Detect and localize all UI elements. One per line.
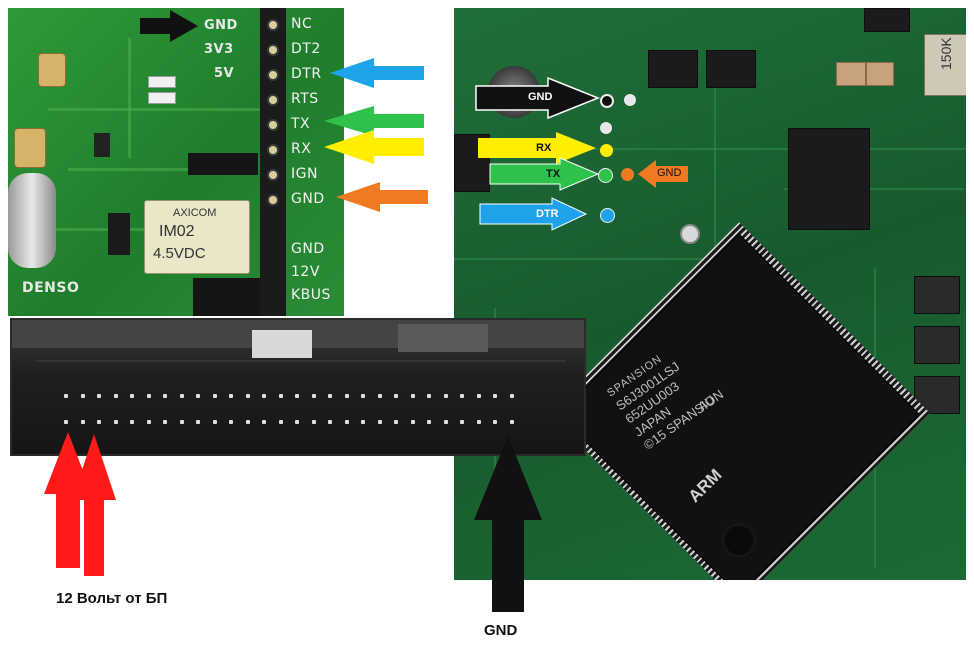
pin-header bbox=[193, 278, 263, 316]
arrow-black-gnd-left bbox=[140, 10, 198, 42]
capacitor bbox=[14, 128, 46, 168]
pin-label-dt2: DT2 bbox=[291, 41, 321, 57]
qfp-chip-small bbox=[788, 128, 870, 230]
pin-label-left-gnd: GND bbox=[204, 18, 238, 33]
arrow-yellow-rx-pcb bbox=[478, 132, 596, 164]
ceramic-capacitor bbox=[836, 62, 866, 86]
pin-label-rx: RX bbox=[291, 141, 312, 157]
pin-label-dtr: DTR bbox=[291, 66, 322, 82]
pin-label-ign: IGN bbox=[291, 166, 318, 182]
pin-label-rts: RTS bbox=[291, 91, 319, 107]
soic-chip bbox=[706, 50, 756, 88]
gnd-right-test-pad bbox=[621, 168, 634, 181]
dtr-test-pad bbox=[600, 208, 615, 223]
pad-label-rx: RX bbox=[536, 142, 552, 154]
arrow-yellow-rx-left bbox=[324, 130, 424, 164]
connector-photo bbox=[10, 318, 586, 456]
arrow-black-gnd-pcb bbox=[475, 76, 601, 120]
via-hole bbox=[680, 224, 700, 244]
arrow-blue-dtr-pcb bbox=[479, 197, 588, 231]
pad-label-dtr: DTR bbox=[536, 208, 559, 220]
smd-component bbox=[108, 213, 130, 255]
rx-test-pad bbox=[600, 144, 613, 157]
pin-label-12v: 12V bbox=[291, 264, 320, 280]
pin-hole bbox=[269, 196, 277, 204]
board-brand: DENSO bbox=[22, 280, 80, 296]
pin-hole bbox=[269, 171, 277, 179]
pad-label-tx: TX bbox=[546, 168, 561, 180]
resistor-array bbox=[914, 276, 960, 314]
pin-label-gnd-2: GND bbox=[291, 241, 325, 257]
resistor-block: 150K bbox=[924, 34, 966, 96]
arrow-red-12v-1 bbox=[44, 432, 92, 568]
test-pad bbox=[624, 94, 636, 106]
pin-label-left-3v3: 3V3 bbox=[204, 42, 234, 57]
relay: AXICOM IM02 4.5VDC bbox=[144, 200, 250, 274]
pin-hole bbox=[269, 21, 277, 29]
led bbox=[148, 76, 176, 88]
pin-hole bbox=[269, 146, 277, 154]
arrow-green-tx-left bbox=[324, 106, 424, 136]
relay-brand-text: AXICOM bbox=[173, 207, 217, 219]
adapter-board-photo: AXICOM IM02 4.5VDC NC DT2 DTR RTS TX RX … bbox=[8, 8, 344, 316]
ceramic-capacitor bbox=[866, 62, 894, 86]
arrow-green-tx-pcb bbox=[489, 157, 600, 191]
pin-label-left-5v: 5V bbox=[214, 66, 235, 81]
led bbox=[148, 92, 176, 104]
soic-chip bbox=[648, 50, 698, 88]
pin-hole bbox=[269, 96, 277, 104]
pad-label-gnd-right: GND bbox=[657, 167, 682, 179]
tx-test-pad bbox=[598, 168, 613, 183]
caption-gnd: GND bbox=[484, 622, 518, 639]
jumper-header bbox=[188, 153, 258, 175]
resistor-array bbox=[914, 326, 960, 364]
arrow-orange-gnd-left bbox=[336, 182, 428, 212]
arrow-red-12v-2 bbox=[72, 434, 116, 576]
arrow-blue-dtr-left bbox=[330, 58, 424, 88]
pin-hole bbox=[269, 71, 277, 79]
crystal-oscillator bbox=[8, 173, 56, 268]
smd-component bbox=[94, 133, 110, 157]
pad-label-gnd: GND bbox=[528, 91, 553, 103]
relay-voltage-text: 4.5VDC bbox=[153, 245, 206, 262]
arrow-black-gnd-connector bbox=[474, 436, 542, 612]
pin-label-tx: TX bbox=[291, 116, 311, 132]
pin-hole bbox=[269, 46, 277, 54]
relay-model-text: IM02 bbox=[159, 223, 195, 240]
capacitor bbox=[38, 53, 66, 87]
pin-label-gnd: GND bbox=[291, 191, 325, 207]
gnd-test-pad bbox=[600, 94, 614, 108]
pin-label-nc: NC bbox=[291, 16, 313, 32]
arrow-orange-gnd-pcb bbox=[638, 160, 688, 188]
test-pad bbox=[600, 122, 612, 134]
smd-component bbox=[864, 8, 910, 32]
caption-12v-power: 12 Вольт от БП bbox=[56, 590, 168, 607]
pin-label-kbus: KBUS bbox=[291, 287, 331, 303]
vertical-pin-header bbox=[260, 8, 286, 316]
pin-hole bbox=[269, 121, 277, 129]
